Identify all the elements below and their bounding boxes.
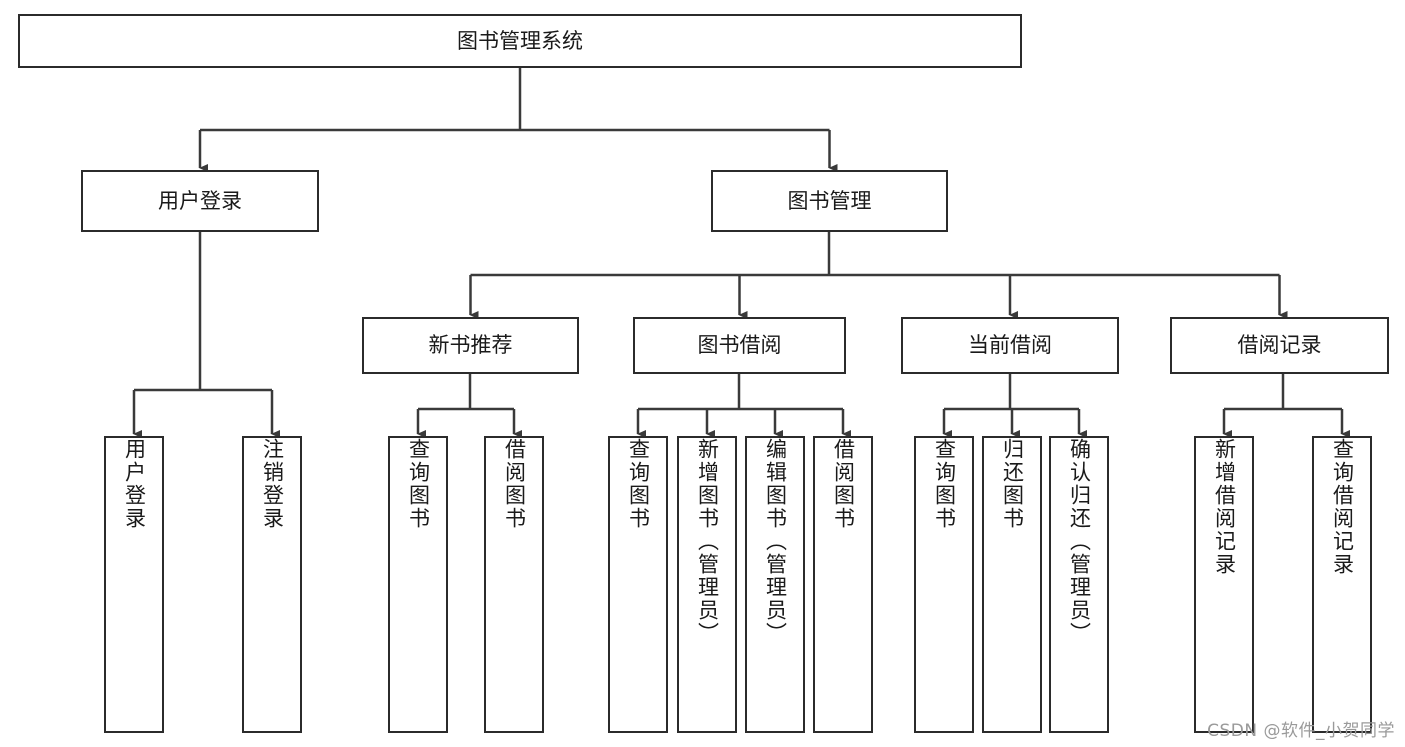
- node-label: 新增借阅记录: [1212, 438, 1237, 576]
- node-label: 用户登录: [158, 188, 242, 213]
- node-borrow-record[interactable]: 借阅记录: [1170, 317, 1389, 374]
- node-leaf-borrow-book-1[interactable]: 借阅图书: [484, 436, 544, 733]
- node-label: 当前借阅: [968, 333, 1052, 358]
- node-current-borrow[interactable]: 当前借阅: [901, 317, 1119, 374]
- node-label: 注销登录: [260, 438, 285, 530]
- node-label: 借阅图书: [831, 438, 856, 530]
- node-book-borrow[interactable]: 图书借阅: [633, 317, 846, 374]
- node-leaf-edit-book[interactable]: 编辑图书（管理员）: [745, 436, 805, 733]
- node-leaf-logout[interactable]: 注销登录: [242, 436, 302, 733]
- node-label: 图书管理: [787, 188, 872, 213]
- node-user-login[interactable]: 用户登录: [81, 170, 319, 232]
- node-label: 归还图书: [1000, 438, 1025, 530]
- node-leaf-add-record[interactable]: 新增借阅记录: [1194, 436, 1254, 733]
- node-label: 查询借阅记录: [1330, 438, 1355, 576]
- node-leaf-query-book-3[interactable]: 查询图书: [914, 436, 974, 733]
- node-leaf-add-book[interactable]: 新增图书（管理员）: [677, 436, 737, 733]
- node-book-manage[interactable]: 图书管理: [711, 170, 948, 232]
- node-label: 编辑图书（管理员）: [763, 438, 788, 645]
- node-label: 确认归还（管理员）: [1067, 438, 1092, 645]
- node-label: 新书推荐: [428, 333, 513, 358]
- node-leaf-query-book-2[interactable]: 查询图书: [608, 436, 668, 733]
- node-label: 图书借阅: [697, 333, 782, 358]
- node-leaf-query-record[interactable]: 查询借阅记录: [1312, 436, 1372, 733]
- node-leaf-return-book[interactable]: 归还图书: [982, 436, 1042, 733]
- node-label: 查询图书: [406, 438, 431, 530]
- node-label: 新增图书（管理员）: [695, 438, 720, 645]
- node-label: 借阅图书: [502, 438, 527, 530]
- node-label: 查询图书: [932, 438, 957, 530]
- node-root-图书管理系统[interactable]: 图书管理系统: [18, 14, 1022, 68]
- node-leaf-confirm-return[interactable]: 确认归还（管理员）: [1049, 436, 1109, 733]
- connector-layer: [132, 68, 1350, 438]
- node-leaf-borrow-book-2[interactable]: 借阅图书: [813, 436, 873, 733]
- node-leaf-query-book-1[interactable]: 查询图书: [388, 436, 448, 733]
- node-leaf-user-login[interactable]: 用户登录: [104, 436, 164, 733]
- node-label: 图书管理系统: [457, 28, 583, 53]
- node-label: 借阅记录: [1237, 333, 1322, 358]
- node-label: 查询图书: [626, 438, 651, 530]
- node-new-book-rec[interactable]: 新书推荐: [362, 317, 579, 374]
- node-label: 用户登录: [122, 438, 147, 530]
